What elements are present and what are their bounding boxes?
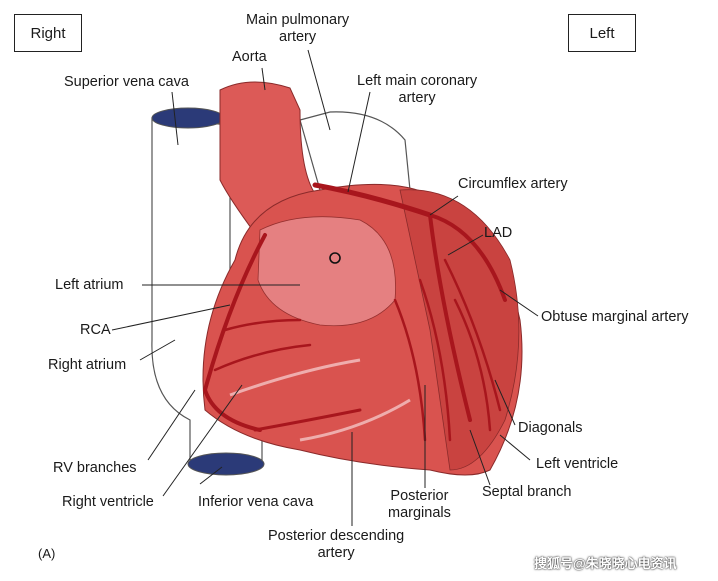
label-left-ventricle: Left ventricle [536,456,619,472]
right-orientation-label: Right [30,24,66,42]
label-lad: LAD [484,225,513,241]
label-inferior-vena-cava: Inferior vena cava [198,494,314,510]
ivc-opening [187,452,265,476]
posterior-descending-path [253,408,362,432]
rv-branch-2 [213,343,312,372]
posterior-marginal-1 [393,298,427,442]
label-left-main-coronary-artery: Left main coronary artery [357,73,478,106]
svc-opening [151,107,225,129]
label-rv-branches: RV branches [53,460,137,476]
label-posterior-marginals: Posterior marginals [388,488,451,521]
rv-branch-1 [223,318,302,332]
vessel-highlights [229,358,411,442]
label-left-atrium: Left atrium [55,277,124,293]
left-orientation-label: Left [589,24,615,42]
label-aorta: Aorta [232,49,267,65]
label-right-ventricle: Right ventricle [62,494,154,510]
right-orientation-box: Right [14,14,82,52]
posterior-marginal-2 [418,278,452,442]
left-main-artery [312,182,433,218]
label-posterior-descending-artery: Posterior descending artery [268,528,405,561]
leader-lines [111,49,539,526]
marker-circle [329,252,341,264]
circumflex-path [428,213,507,302]
rca-path [202,233,267,432]
diagonal-2 [453,298,492,432]
panel-label: (A) [38,546,56,561]
label-obtuse-marginal-artery: Obtuse marginal artery [541,309,689,325]
label-right-atrium: Right atrium [48,357,127,373]
left-ventricle-shape [399,189,520,471]
label-septal-branch: Septal branch [482,484,572,500]
lad-path [428,213,472,422]
watermark: 搜狐号@朱晓晓心电资讯 [534,556,677,571]
diagonal-1 [443,258,502,412]
coronary-arteries [202,182,507,442]
left-orientation-box: Left [568,14,636,52]
label-circumflex-artery: Circumflex artery [458,176,568,192]
label-rca: RCA [80,322,111,338]
label-superior-vena-cava: Superior vena cava [64,74,189,90]
label-main-pulmonary-artery: Main pulmonary artery [246,12,350,45]
label-diagonals: Diagonals [518,420,583,436]
